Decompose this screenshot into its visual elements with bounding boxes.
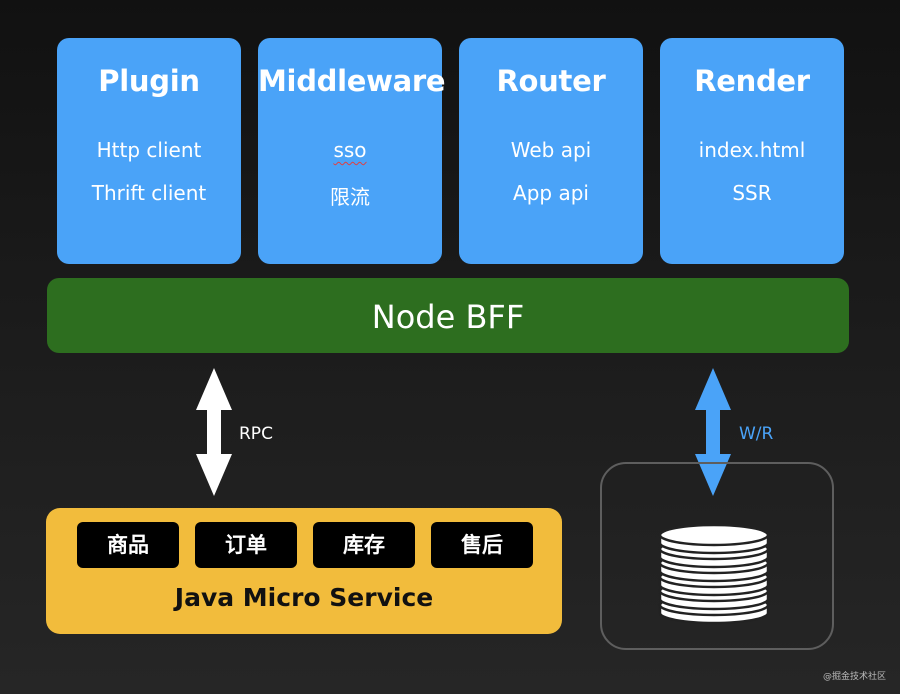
service-goods: 商品 (77, 522, 179, 568)
router-title: Router (496, 64, 606, 98)
middleware-title: Middleware (258, 64, 446, 98)
plugin-item-http-client: Http client (96, 138, 202, 162)
rpc-label: RPC (239, 424, 273, 444)
watermark: @掘金技术社区 (822, 672, 886, 682)
database-icon (658, 523, 770, 625)
sso-text: sso (333, 138, 367, 162)
service-orders: 订单 (195, 522, 297, 568)
service-inventory: 库存 (313, 522, 415, 568)
java-micro-service-box: 商品 订单 库存 售后 Java Micro Service (46, 508, 562, 634)
router-card: Router Web api App api (459, 38, 643, 264)
router-item-web-api: Web api (510, 138, 592, 162)
render-item-index-html: index.html (698, 138, 806, 162)
java-micro-service-label: Java Micro Service (174, 583, 434, 612)
wr-label: W/R (739, 424, 774, 444)
storage-box (600, 462, 834, 650)
plugin-card: Plugin Http client Thrift client (57, 38, 241, 264)
middleware-item-rate-limit: 限流 (330, 185, 370, 209)
render-card: Render index.html SSR (660, 38, 844, 264)
middleware-card: Middleware sso 限流 (258, 38, 446, 264)
render-title: Render (694, 64, 810, 98)
middleware-item-sso: sso (258, 138, 442, 162)
service-after-sales: 售后 (431, 522, 533, 568)
router-item-app-api: App api (513, 181, 589, 205)
rpc-double-arrow-icon (196, 368, 232, 496)
wr-double-arrow-icon (695, 368, 731, 496)
plugin-title: Plugin (98, 64, 200, 98)
plugin-item-thrift-client: Thrift client (91, 181, 207, 205)
node-bff-label: Node BFF (371, 298, 525, 336)
node-bff-bar: Node BFF (47, 278, 849, 353)
render-item-ssr: SSR (732, 181, 772, 205)
